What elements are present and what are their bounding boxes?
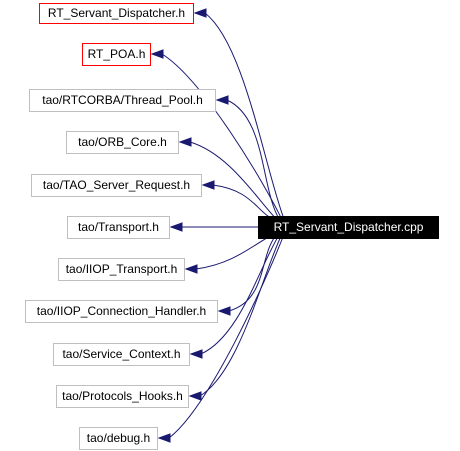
include-node-tao-transport-h-box (67, 216, 170, 239)
include-node-rt-servant-dispatcher-h-label: RT_Servant_Dispatcher.h (48, 6, 185, 20)
arrowhead (157, 433, 171, 443)
include-node-tao-service-context-h-box (53, 343, 190, 366)
include-node-tao-protocols-hooks-h-box (56, 385, 189, 408)
include-node-rt-servant-dispatcher-h[interactable]: RT_Servant_Dispatcher.h (39, 3, 194, 24)
edge-to-tao-debug-h (157, 232, 286, 443)
arrowhead (150, 49, 164, 59)
include-node-tao-service-context-h[interactable]: tao/Service_Context.h (53, 343, 190, 366)
include-node-tao-service-context-h-label: tao/Service_Context.h (62, 347, 180, 361)
root-node-label: RT_Servant_Dispatcher.cpp (274, 220, 424, 234)
include-node-tao-iiop-transport-h-box (58, 258, 185, 281)
include-node-rt-poa-h-label: RT_POA.h (88, 47, 146, 61)
arrowhead (188, 391, 202, 401)
arrowhead (169, 222, 183, 232)
root-node[interactable]: RT_Servant_Dispatcher.cpp (258, 216, 439, 239)
arrowhead (193, 8, 207, 18)
include-node-tao-iiop-connection-handler-h-box (25, 300, 218, 323)
edge-to-tao-orb-core-h (178, 137, 279, 222)
include-node-tao-iiop-connection-handler-h-label: tao/IIOP_Connection_Handler.h (37, 304, 206, 318)
include-node-rt-poa-h-box (82, 43, 151, 66)
nodes: RT_Servant_Dispatcher.cpp RT_Servant_Disp… (25, 3, 439, 450)
include-node-tao-protocols-hooks-h-label: tao/Protocols_Hooks.h (62, 389, 183, 403)
arrowhead (201, 180, 215, 190)
include-node-tao-orb-core-h[interactable]: tao/ORB_Core.h (66, 131, 179, 154)
arrowhead (189, 349, 203, 359)
include-node-tao-orb-core-h-label: tao/ORB_Core.h (78, 135, 167, 149)
root-node-box (258, 216, 439, 239)
include-node-tao-protocols-hooks-h[interactable]: tao/Protocols_Hooks.h (56, 385, 189, 408)
include-node-tao-rtcorba-thread-pool-h[interactable]: tao/RTCORBA/Thread_Pool.h (29, 89, 216, 112)
edge-to-tao-service-context-h (189, 232, 281, 359)
include-node-tao-debug-h-box (79, 427, 158, 450)
include-node-tao-transport-h[interactable]: tao/Transport.h (67, 216, 170, 239)
edge-to-rt-poa-h (150, 49, 284, 222)
arrowhead (184, 264, 198, 274)
arrowhead (215, 95, 229, 105)
include-node-tao-debug-h[interactable]: tao/debug.h (79, 427, 158, 450)
include-node-tao-tao-server-request-h-label: tao/TAO_Server_Request.h (43, 178, 190, 192)
include-node-tao-tao-server-request-h-box (31, 174, 202, 197)
include-node-tao-debug-h-label: tao/debug.h (87, 431, 150, 445)
include-node-tao-iiop-connection-handler-h[interactable]: tao/IIOP_Connection_Handler.h (25, 300, 218, 323)
arrowhead (217, 306, 231, 316)
include-node-tao-iiop-transport-h[interactable]: tao/IIOP_Transport.h (58, 258, 185, 281)
include-node-rt-poa-h[interactable]: RT_POA.h (82, 43, 151, 66)
edge-to-tao-protocols-hooks-h (188, 232, 283, 401)
include-node-rt-servant-dispatcher-h-box (39, 3, 194, 24)
edge-to-tao-iiop-connection-handler-h (217, 232, 279, 316)
include-node-tao-rtcorba-thread-pool-h-label: tao/RTCORBA/Thread_Pool.h (42, 93, 203, 107)
include-node-tao-orb-core-h-box (66, 131, 179, 154)
include-node-tao-rtcorba-thread-pool-h-box (29, 89, 216, 112)
edge-to-rt-servant-dispatcher-h (193, 8, 286, 222)
include-node-tao-iiop-transport-h-label: tao/IIOP_Transport.h (66, 262, 178, 276)
edges (150, 8, 286, 443)
edge-to-tao-transport-h (169, 222, 258, 232)
include-node-tao-transport-h-label: tao/Transport.h (78, 220, 159, 234)
edge-to-tao-rtcorba-thread-pool-h (215, 95, 281, 222)
include-node-tao-tao-server-request-h[interactable]: tao/TAO_Server_Request.h (31, 174, 202, 197)
arrowhead (178, 137, 192, 147)
